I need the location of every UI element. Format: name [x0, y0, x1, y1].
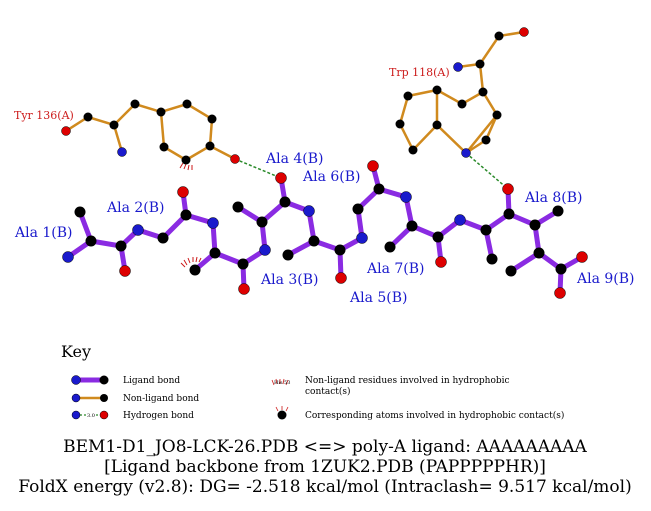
trp118-bonds — [398, 30, 525, 155]
key-title: Key — [61, 342, 91, 361]
key-nonligand-bond-label: Non-ligand bond — [123, 394, 199, 404]
label-ala-2: Ala 2(B) — [106, 200, 165, 216]
caption-line-3: FoldX energy (v2.8): DG= -2.518 kcal/mol… — [18, 477, 631, 497]
label-ala-9: Ala 9(B) — [576, 271, 635, 287]
oxygen-atoms — [61, 27, 588, 299]
key-ligand-bond-label: Ligand bond — [123, 376, 180, 386]
key-legend: Key Ligand bond Non-ligand bond 3.0 Hydr… — [61, 342, 564, 421]
tyr136-bonds — [65, 102, 236, 162]
label-ala-1: Ala 1(B) — [14, 225, 73, 241]
caption-line-2: [Ligand backbone from 1ZUK2.PDB (PAPPPPP… — [104, 457, 546, 477]
carbon-atoms — [74, 31, 567, 277]
key-hydrogen-bond-sample — [71, 410, 109, 420]
label-ala-4: Ala 4(B) — [265, 151, 324, 167]
hydrogen-bonds — [234, 152, 509, 190]
label-ala-5: Ala 5(B) — [349, 290, 408, 306]
label-trp-118: Trp 118(A) — [389, 66, 450, 79]
key-hydrophobic-residue-sample — [271, 378, 289, 386]
nonligand-residue-labels: Tyr 136(A) Trp 118(A) — [14, 66, 450, 122]
key-hydrogen-bond-label: Hydrogen bond — [123, 411, 194, 421]
key-hydrophobic-line1: Non-ligand residues involved in hydropho… — [305, 376, 510, 386]
key-nonligand-bond-sample — [71, 393, 108, 403]
key-ligand-bond-sample — [71, 375, 109, 385]
label-ala-3: Ala 3(B) — [260, 272, 319, 288]
ligand-residue-labels: Ala 1(B) Ala 2(B) Ala 3(B) Ala 4(B) Ala … — [14, 151, 635, 306]
key-hbond-distance: 3.0 — [87, 413, 95, 419]
nitrogen-atoms — [62, 62, 471, 263]
label-ala-8: Ala 8(B) — [524, 190, 583, 206]
key-hydrophobic-example: His 53 — [274, 380, 290, 386]
label-ala-7: Ala 7(B) — [366, 261, 425, 277]
label-tyr-136: Tyr 136(A) — [14, 109, 74, 122]
caption-line-1: BEM1-D1_JO8-LCK-26.PDB <=> poly-A ligand… — [63, 437, 587, 457]
key-corresponding-atom-sample — [275, 406, 289, 420]
hydrophobic-contact-arcs — [179, 162, 202, 268]
label-ala-6: Ala 6(B) — [302, 169, 361, 185]
key-corresponding-atoms-label: Corresponding atoms involved in hydropho… — [305, 410, 564, 421]
key-hydrophobic-line2: contact(s) — [305, 386, 351, 397]
caption: BEM1-D1_JO8-LCK-26.PDB <=> poly-A ligand… — [18, 437, 631, 497]
